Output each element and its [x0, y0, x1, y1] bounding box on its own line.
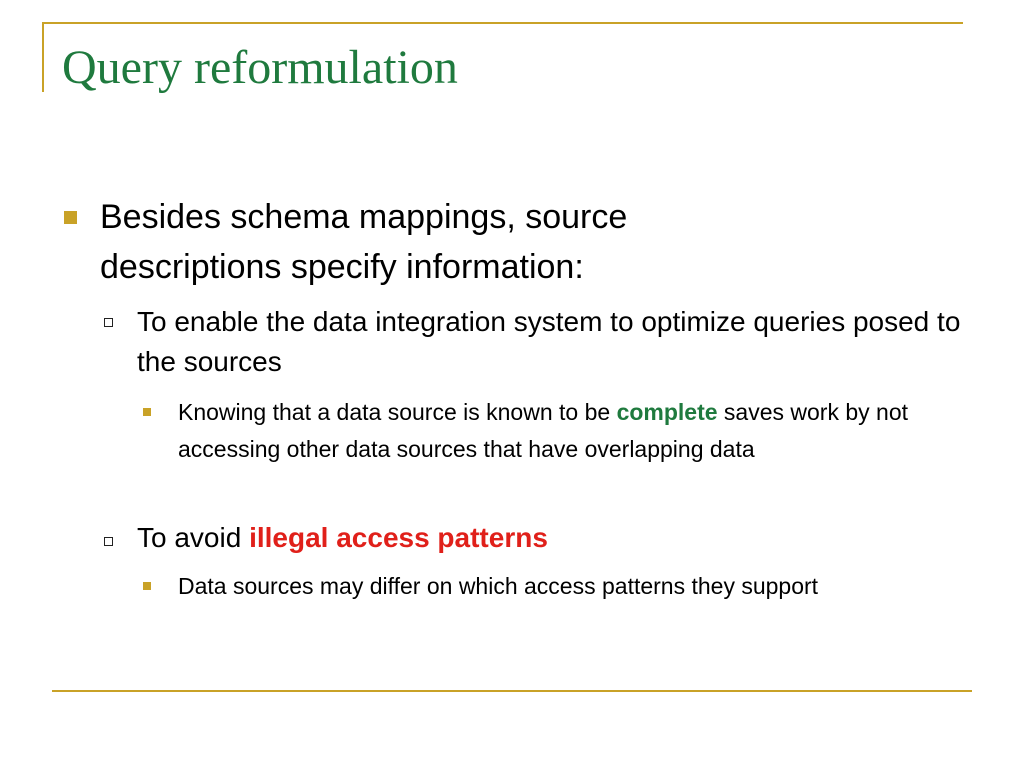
square-bullet-icon — [64, 211, 77, 224]
left-border-line — [42, 22, 44, 92]
highlight-illegal-access: illegal access patterns — [249, 522, 548, 553]
bullet-level3-patterns: Data sources may differ on which access … — [178, 573, 819, 599]
bullet-level2-optimize: To enable the data integration system to… — [137, 306, 961, 377]
hollow-square-bullet-icon — [104, 318, 113, 327]
bullet-level2-access: To avoid illegal access patterns — [137, 518, 967, 558]
detail-suffix: saves work by not accessing other data s… — [178, 399, 909, 462]
bottom-border-line — [52, 690, 972, 692]
hollow-square-bullet-icon — [104, 537, 113, 546]
square-bullet-icon — [143, 408, 151, 416]
detail-prefix: Knowing that a data source is known to b… — [178, 399, 617, 425]
bullet-level3-complete: Knowing that a data source is known to b… — [178, 394, 948, 468]
slide-title: Query reformulation — [62, 41, 458, 94]
square-bullet-icon — [143, 582, 151, 590]
top-border-line — [42, 22, 963, 24]
bullet-level1: Besides schema mappings, source descript… — [100, 198, 628, 286]
highlight-complete: complete — [616, 399, 718, 425]
access-prefix: To avoid — [137, 522, 250, 553]
